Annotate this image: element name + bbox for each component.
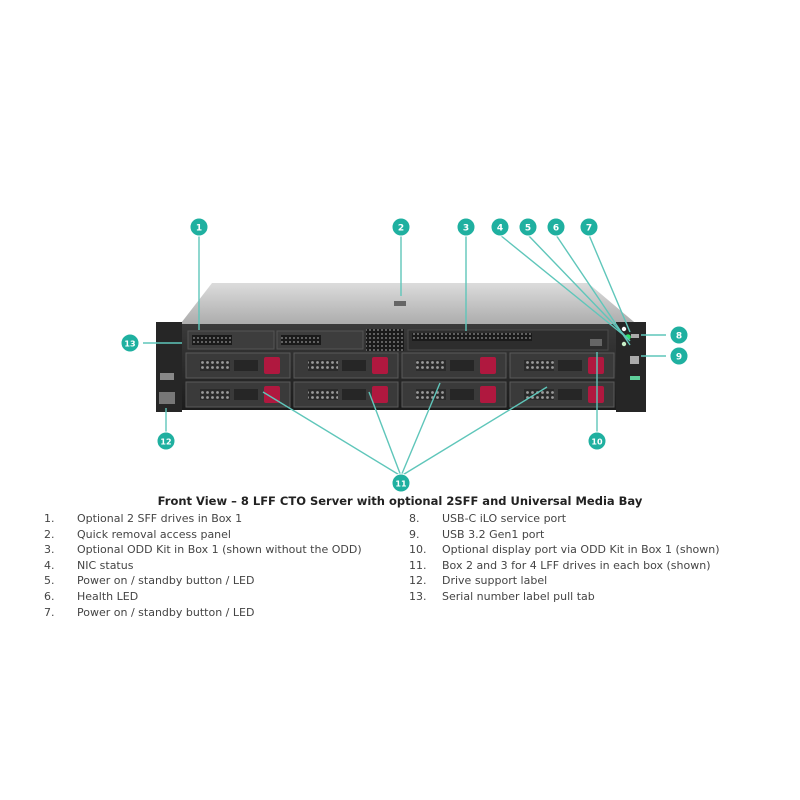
legend-item: 9.USB 3.2 Gen1 port (409, 527, 545, 541)
callout-2: 2 (391, 217, 411, 237)
callout-label: 4 (497, 224, 503, 234)
legend-item: 10.Optional display port via ODD Kit in … (409, 543, 720, 557)
right-ear-green-latch (630, 376, 640, 380)
lff-drive-bay-6[interactable] (293, 381, 399, 408)
legend-item: 13.Serial number label pull tab (409, 589, 595, 603)
nic-status-led (621, 326, 627, 332)
callout-6: 6 (546, 217, 566, 237)
leader-line-6 (555, 234, 631, 346)
leader-line-14 (368, 391, 402, 477)
usb-port[interactable] (630, 356, 639, 364)
box1-vent-grille (366, 329, 404, 351)
callout-label: 2 (398, 224, 404, 234)
lff-drive-bay-1[interactable] (185, 352, 291, 379)
callout-1: 1 (189, 217, 209, 237)
usb-c-ilo-port[interactable] (631, 334, 639, 338)
leader-line-13 (262, 391, 402, 477)
leader-line-15 (400, 382, 441, 477)
lff-drive-bay-3[interactable] (401, 352, 507, 379)
callout-label: 12 (160, 438, 171, 447)
hpe-logo-icon (394, 301, 406, 306)
legend-item: 7.Power on / standby button / LED (44, 605, 255, 619)
legend-item: 12.Drive support label (409, 574, 548, 588)
legend-right-column: 8.USB-C iLO service port 9.USB 3.2 Gen1 … (409, 511, 720, 605)
legend-item: 11.Box 2 and 3 for 4 LFF drives in each … (409, 558, 711, 572)
legend-left-column: 1.Optional 2 SFF drives in Box 1 2.Quick… (44, 511, 362, 620)
odd-kit-vent (412, 333, 532, 341)
leader-line-5 (527, 234, 631, 342)
serial-number-pull-tab[interactable] (160, 373, 174, 380)
callout-label: 8 (676, 332, 682, 342)
callout-10: 10 (587, 431, 607, 451)
callout-13: 13 (120, 333, 140, 353)
sff-drive-2-vent (281, 335, 321, 345)
lff-drive-bay-8[interactable] (509, 381, 615, 408)
callout-label: 6 (553, 224, 559, 234)
callout-label: 9 (676, 353, 682, 363)
lff-drive-bay-7[interactable] (401, 381, 507, 408)
legend-item: 1.Optional 2 SFF drives in Box 1 (44, 512, 243, 525)
lff-drive-group (185, 352, 615, 408)
leader-line-7 (588, 234, 631, 333)
leader-lines (143, 234, 666, 477)
callout-12: 12 (156, 431, 176, 451)
lff-drive-bay-5[interactable] (185, 381, 291, 408)
sff-drive-1-vent (192, 335, 232, 345)
callout-label: 10 (591, 438, 603, 447)
lff-drive-bay-4[interactable] (509, 352, 615, 379)
callout-label: 3 (463, 224, 469, 234)
callout-4: 4 (490, 217, 510, 237)
callout-label: 7 (586, 224, 592, 234)
legend-item: 5.Power on / standby button / LED (44, 574, 255, 588)
health-led (621, 341, 627, 347)
callout-label: 13 (124, 340, 135, 349)
callout-label: 11 (395, 480, 407, 489)
diagram-caption: Front View – 8 LFF CTO Server with optio… (157, 494, 643, 508)
leader-line-16 (400, 386, 548, 477)
legend-item: 8.USB-C iLO service port (409, 512, 567, 525)
display-port[interactable] (590, 339, 602, 346)
callout-5: 5 (518, 217, 538, 237)
callout-label: 1 (196, 224, 202, 234)
callout-9: 9 (669, 346, 689, 366)
callout-label: 5 (525, 224, 531, 234)
callout-11: 11 (391, 473, 411, 493)
leader-line-4 (499, 234, 627, 338)
legend-item: 4.NIC status (44, 558, 134, 572)
drive-support-label (159, 392, 175, 404)
callout-3: 3 (456, 217, 476, 237)
callout-8: 8 (669, 325, 689, 345)
legend-item: 6.Health LED (44, 589, 139, 603)
legend-item: 2.Quick removal access panel (44, 527, 231, 541)
lff-drive-bay-2[interactable] (293, 352, 399, 379)
legend-item: 3.Optional ODD Kit in Box 1 (shown witho… (44, 543, 362, 557)
callout-7: 7 (579, 217, 599, 237)
chassis-top-cover (178, 283, 640, 327)
